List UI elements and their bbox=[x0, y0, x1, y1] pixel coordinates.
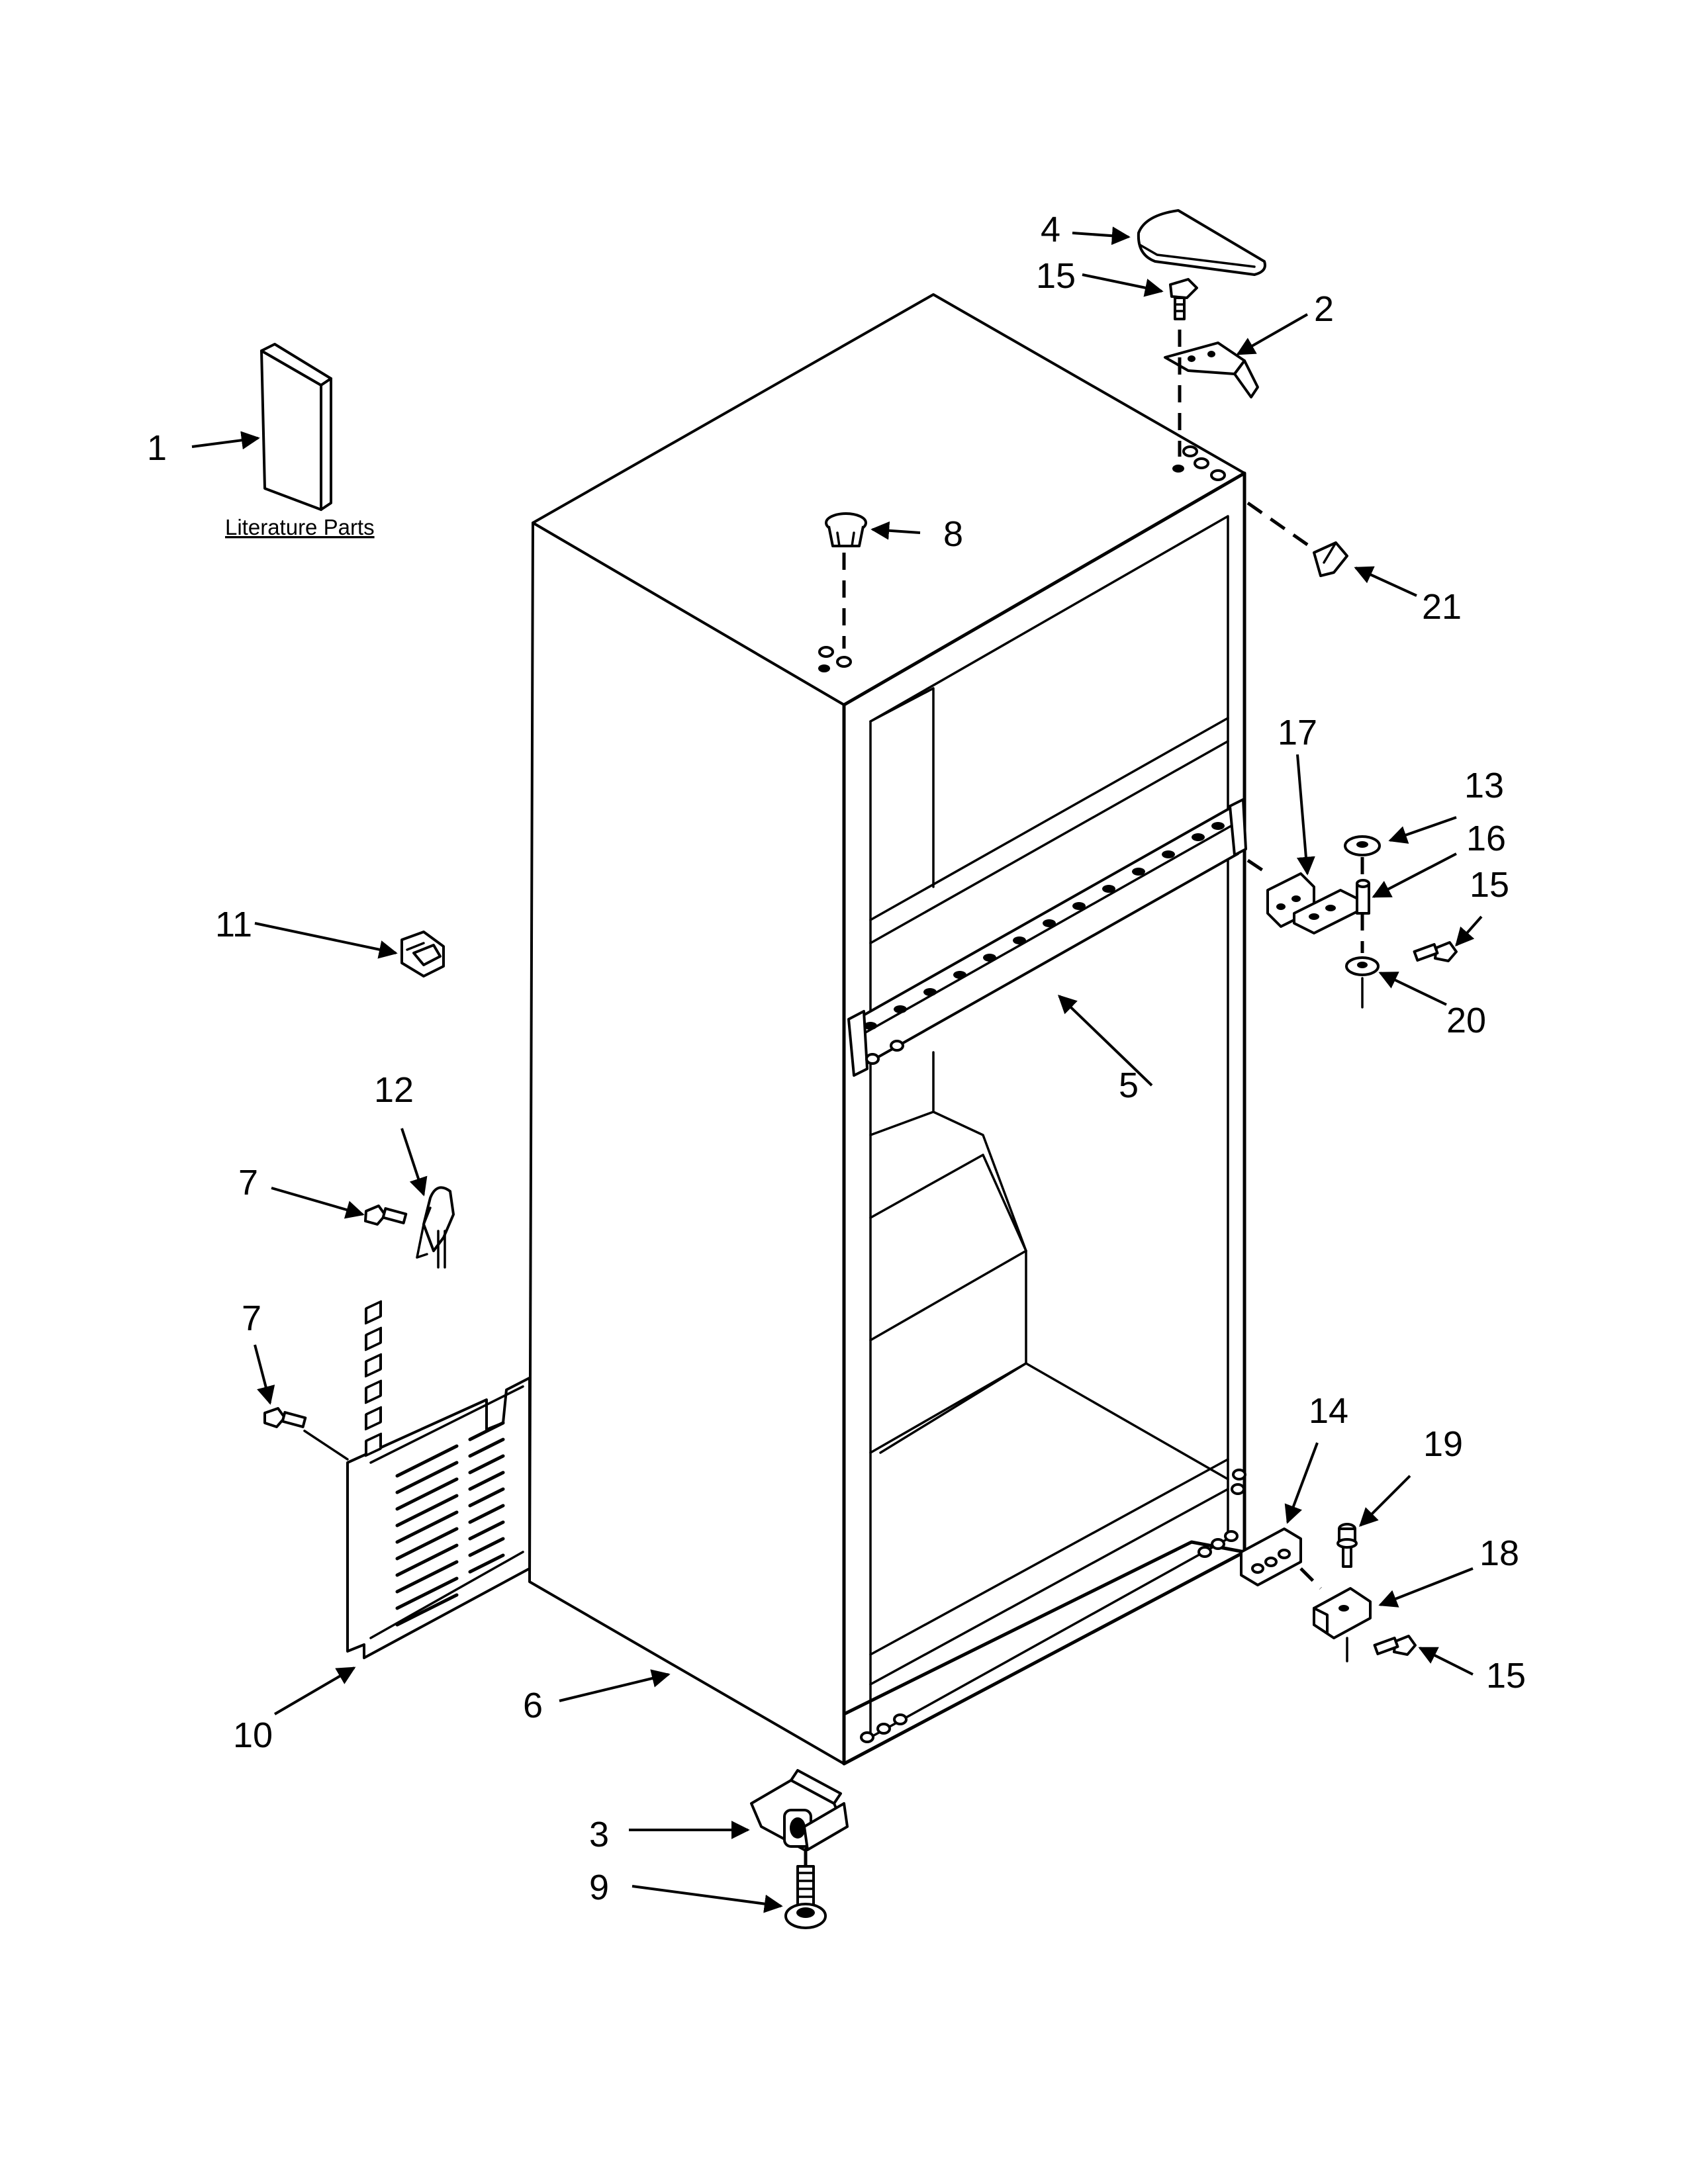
bracket-screw bbox=[364, 1205, 408, 1226]
middle-hinge-screw bbox=[1413, 941, 1458, 962]
center-mullion-bar bbox=[847, 798, 1247, 1077]
callout-9: 9 bbox=[589, 1868, 609, 1907]
top-hinge-screw bbox=[1169, 278, 1198, 320]
callout-18: 18 bbox=[1479, 1533, 1519, 1573]
callout-4: 4 bbox=[1041, 210, 1060, 250]
callout-15-bottom-hinge: 15 bbox=[1486, 1656, 1526, 1696]
callout-7-bracket-screw: 7 bbox=[238, 1163, 258, 1203]
callout-1: 1 bbox=[147, 428, 167, 468]
hinge-washer-top bbox=[1344, 835, 1381, 856]
callout-16: 16 bbox=[1466, 819, 1506, 858]
callout-15-middle-hinge: 15 bbox=[1470, 865, 1509, 905]
bottom-hinge bbox=[1313, 1587, 1372, 1639]
literature-parts-caption: Literature Parts bbox=[225, 515, 375, 539]
rear-vent-panel bbox=[346, 1300, 531, 1659]
leveling-leg bbox=[784, 1865, 827, 1929]
panel-bracket bbox=[416, 1186, 455, 1269]
callout-6: 6 bbox=[523, 1686, 543, 1725]
callout-14: 14 bbox=[1309, 1391, 1348, 1431]
callout-3: 3 bbox=[589, 1815, 609, 1854]
callout-19: 19 bbox=[1423, 1424, 1463, 1464]
callout-17: 17 bbox=[1278, 713, 1317, 752]
panel-screw bbox=[263, 1407, 307, 1428]
callout-10: 10 bbox=[233, 1715, 273, 1755]
callout-20: 20 bbox=[1446, 1001, 1486, 1040]
callout-15-top-hinge: 15 bbox=[1036, 256, 1076, 296]
callout-12: 12 bbox=[374, 1070, 414, 1110]
bottom-hinge-shim bbox=[1240, 1527, 1302, 1586]
callout-21: 21 bbox=[1422, 587, 1462, 627]
hinge-pin bbox=[1356, 879, 1370, 915]
top-hinge-cover bbox=[1137, 209, 1266, 276]
top-holes bbox=[818, 445, 1226, 672]
bottom-hinge-pin bbox=[1336, 1523, 1358, 1568]
door-stop bbox=[1313, 541, 1348, 577]
bottom-hinge-screw bbox=[1373, 1635, 1417, 1656]
callout-2: 2 bbox=[1314, 289, 1334, 329]
roller-assembly bbox=[750, 1769, 849, 1851]
callout-13: 13 bbox=[1464, 766, 1504, 805]
callout-7-panel-screw: 7 bbox=[242, 1298, 261, 1338]
top-plug bbox=[825, 512, 867, 547]
bottom-hole-row bbox=[860, 1530, 1239, 1743]
callout-8: 8 bbox=[943, 514, 963, 554]
top-hinge bbox=[1164, 341, 1259, 398]
callout-11: 11 bbox=[215, 905, 252, 944]
literature-book bbox=[260, 343, 332, 511]
hinge-washer-bottom bbox=[1345, 956, 1380, 976]
callout-5: 5 bbox=[1119, 1066, 1139, 1105]
leader-arrows bbox=[191, 226, 1483, 1913]
wire-clip bbox=[400, 931, 445, 978]
